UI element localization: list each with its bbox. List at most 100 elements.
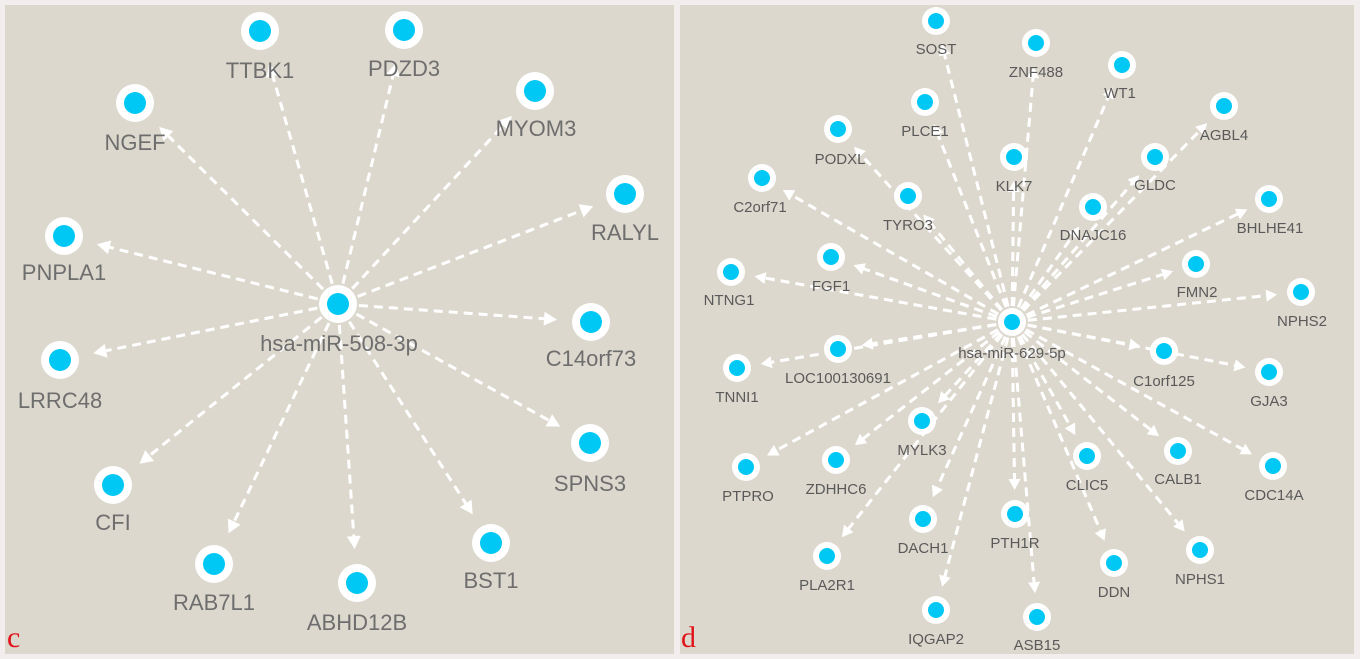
arrowhead-pnpla1 <box>97 240 112 255</box>
target-node-abhd12b[interactable]: ABHD12B <box>307 564 407 635</box>
target-node-ntng1[interactable]: NTNG1 <box>704 258 755 309</box>
target-node-sost[interactable]: SOST <box>916 7 957 58</box>
target-node-zdhhc6[interactable]: ZDHHC6 <box>806 446 867 498</box>
target-node-pla2r1[interactable]: PLA2R1 <box>799 542 855 594</box>
target-node-pdzd3[interactable]: PDZD3 <box>368 11 440 81</box>
target-node-cdc14a[interactable]: CDC14A <box>1244 452 1304 504</box>
node-label: BHLHE41 <box>1237 220 1304 237</box>
edge-zdhhc6 <box>862 330 1001 440</box>
node-label: CALB1 <box>1154 471 1202 488</box>
target-node-nphs2[interactable]: NPHS2 <box>1277 278 1327 330</box>
target-node-ptpro[interactable]: PTPRO <box>722 453 774 505</box>
node-label: SPNS3 <box>554 471 626 496</box>
target-node-lrrc48[interactable]: LRRC48 <box>18 341 102 413</box>
arrowhead-zdhhc6 <box>854 433 868 446</box>
node-dot <box>1147 149 1163 165</box>
edge-podxl <box>860 153 1003 312</box>
arrowhead-lrrc48 <box>93 343 108 358</box>
target-node-znf488[interactable]: ZNF488 <box>1009 29 1063 81</box>
target-node-clic5[interactable]: CLIC5 <box>1066 442 1109 494</box>
arrowhead-spns3 <box>545 414 561 427</box>
target-node-dnajc16[interactable]: DNAJC16 <box>1060 193 1127 244</box>
arrowhead-ralyl <box>578 204 594 218</box>
arrowhead-ddn <box>1094 528 1106 541</box>
target-node-ddn[interactable]: DDN <box>1098 549 1131 601</box>
target-node-klk7[interactable]: KLK7 <box>996 143 1033 195</box>
arrowhead-klk7 <box>1007 181 1020 193</box>
hub-node-hsa-mir-508-3p[interactable]: hsa-miR-508-3p <box>260 285 418 356</box>
hub-node-hsa-mir-629-5p[interactable]: hsa-miR-629-5p <box>958 308 1066 362</box>
arrowhead-cfi <box>139 450 154 464</box>
edge-agbl4 <box>1022 129 1201 312</box>
target-node-tnni1[interactable]: TNNI1 <box>715 354 759 406</box>
node-label: TYRO3 <box>883 217 933 234</box>
target-node-ttbk1[interactable]: TTBK1 <box>226 12 294 83</box>
edge-myom3 <box>351 124 505 290</box>
target-node-fgf1[interactable]: FGF1 <box>812 243 850 295</box>
node-label: PODXL <box>815 151 866 168</box>
node-dot <box>900 188 916 204</box>
arrowhead-bst1 <box>459 499 473 515</box>
target-node-gldc[interactable]: GLDC <box>1134 143 1176 194</box>
target-node-pnpla1[interactable]: PNPLA1 <box>22 217 106 285</box>
edge-sost <box>943 54 1010 307</box>
target-node-myom3[interactable]: MYOM3 <box>496 72 577 141</box>
target-node-cfi[interactable]: CFI <box>94 466 132 535</box>
arrowhead-rab7l1 <box>227 518 241 534</box>
target-node-c1orf125[interactable]: C1orf125 <box>1133 337 1195 390</box>
target-node-nphs1[interactable]: NPHS1 <box>1175 536 1225 588</box>
node-label: NPHS2 <box>1277 313 1327 330</box>
node-dot <box>480 532 502 554</box>
node-dot <box>823 249 839 265</box>
node-label: MYOM3 <box>496 116 577 141</box>
node-dot <box>1188 256 1204 272</box>
target-node-podxl[interactable]: PODXL <box>815 115 866 168</box>
node-label: ABHD12B <box>307 610 407 635</box>
target-node-c2orf71[interactable]: C2orf71 <box>733 164 787 216</box>
target-node-wt1[interactable]: WT1 <box>1104 51 1136 102</box>
target-node-plce1[interactable]: PLCE1 <box>901 88 949 140</box>
edge-ttbk1 <box>271 75 334 285</box>
target-node-agbl4[interactable]: AGBL4 <box>1200 92 1248 144</box>
edge-cfi <box>148 316 323 457</box>
node-label: WT1 <box>1104 85 1136 102</box>
edge-pnpla1 <box>109 245 318 301</box>
target-node-fmn2[interactable]: FMN2 <box>1177 250 1218 301</box>
target-node-bst1[interactable]: BST1 <box>463 524 519 593</box>
node-dot <box>1106 555 1122 571</box>
node-dot <box>1085 199 1101 215</box>
node-dot <box>124 92 146 114</box>
edge-ddn <box>1016 336 1102 532</box>
target-node-ralyl[interactable]: RALYL <box>591 175 659 245</box>
target-node-calb1[interactable]: CALB1 <box>1154 437 1202 488</box>
arrowhead-nphs2 <box>1265 289 1278 302</box>
node-label: ZNF488 <box>1009 64 1063 81</box>
target-node-c14orf73[interactable]: C14orf73 <box>546 303 637 371</box>
edge-ralyl <box>357 209 582 298</box>
target-node-rab7l1[interactable]: RAB7L1 <box>173 545 255 615</box>
hub-dot <box>327 293 349 315</box>
target-node-asb15[interactable]: ASB15 <box>1014 603 1061 654</box>
edge-bst1 <box>348 320 467 505</box>
target-node-loc100130691[interactable]: LOC100130691 <box>785 335 891 387</box>
arrowhead-wt1 <box>1102 87 1114 100</box>
target-node-iqgap2[interactable]: IQGAP2 <box>908 596 964 648</box>
target-node-spns3[interactable]: SPNS3 <box>554 424 626 496</box>
target-node-tyro3[interactable]: TYRO3 <box>883 182 933 234</box>
arrowhead-ntng1 <box>754 272 767 284</box>
target-node-dach1[interactable]: DACH1 <box>898 505 949 557</box>
target-node-ngef[interactable]: NGEF <box>104 84 166 155</box>
node-dot <box>1028 35 1044 51</box>
node-dot <box>914 413 930 429</box>
arrowhead-pdzd3 <box>386 63 400 78</box>
node-dot <box>1216 98 1232 114</box>
target-node-bhlhe41[interactable]: BHLHE41 <box>1237 185 1304 237</box>
target-node-pth1r[interactable]: PTH1R <box>990 500 1040 552</box>
target-node-mylk3[interactable]: MYLK3 <box>897 407 947 459</box>
panel-d-letter: d <box>681 621 696 654</box>
hub-label: hsa-miR-629-5p <box>958 345 1066 362</box>
node-dot <box>1007 506 1023 522</box>
target-node-gja3[interactable]: GJA3 <box>1250 358 1288 410</box>
node-label: FGF1 <box>812 278 850 295</box>
